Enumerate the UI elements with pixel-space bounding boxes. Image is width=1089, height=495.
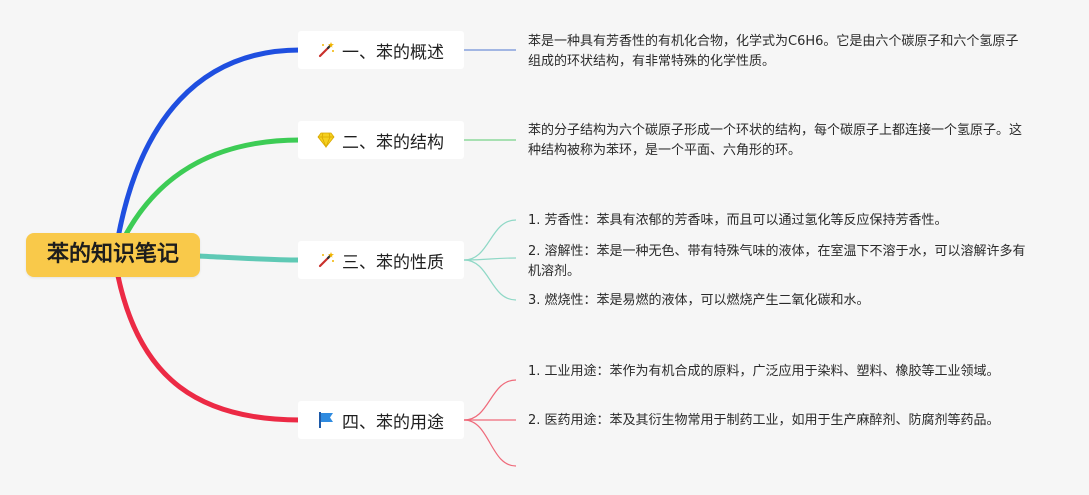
topic-structure-label: 二、苯的结构	[342, 132, 444, 153]
topic-properties[interactable]: 三、苯的性质	[298, 241, 464, 279]
topic-structure[interactable]: 二、苯的结构	[298, 121, 464, 159]
note-connector-uses	[463, 379, 517, 467]
topic-overview[interactable]: 一、苯的概述	[298, 31, 464, 69]
note-properties-aromaticity: 1. 芳香性：苯具有浓郁的芳香味，而且可以通过氢化等反应保持芳香性。	[528, 213, 948, 228]
branch-line-uses	[115, 273, 303, 423]
topic-properties-label: 三、苯的性质	[342, 252, 444, 273]
note-properties-solubility: 2. 溶解性：苯是一种无色、带有特殊气味的液体，在室温下不溶于水，可以溶解许多有…	[528, 244, 1026, 279]
note-uses-medical: 2. 医药用途：苯及其衍生物常用于制药工业，如用于生产麻醉剂、防腐剂等药品。	[528, 413, 1000, 428]
note-overview: 苯是一种具有芳香性的有机化合物，化学式为C6H6。它是由六个碳原子和六个氢原子组…	[528, 34, 1019, 69]
note-structure: 苯的分子结构为六个碳原子形成一个环状的结构，每个碳原子上都连接一个氢原子。这种结…	[528, 123, 1023, 158]
root-topic[interactable]: 苯的知识笔记	[26, 233, 200, 277]
magic-wand-icon	[316, 40, 336, 60]
magic-wand-icon	[316, 250, 336, 270]
topic-overview-label: 一、苯的概述	[342, 42, 444, 63]
flag-icon	[316, 410, 336, 430]
branch-line-structure	[121, 137, 303, 241]
topic-uses-label: 四、苯的用途	[342, 412, 444, 433]
branch-line-overview	[115, 47, 303, 241]
branch-line-properties	[195, 253, 303, 263]
topic-uses[interactable]: 四、苯的用途	[298, 401, 464, 439]
gem-icon	[316, 130, 336, 150]
note-uses-industrial: 1. 工业用途：苯作为有机合成的原料，广泛应用于染料、塑料、橡胶等工业领域。	[528, 364, 1000, 379]
note-properties-flammability: 3. 燃烧性：苯是易燃的液体，可以燃烧产生二氧化碳和水。	[528, 293, 870, 308]
note-connector-properties	[463, 219, 517, 301]
root-topic-label: 苯的知识笔记	[46, 242, 179, 267]
